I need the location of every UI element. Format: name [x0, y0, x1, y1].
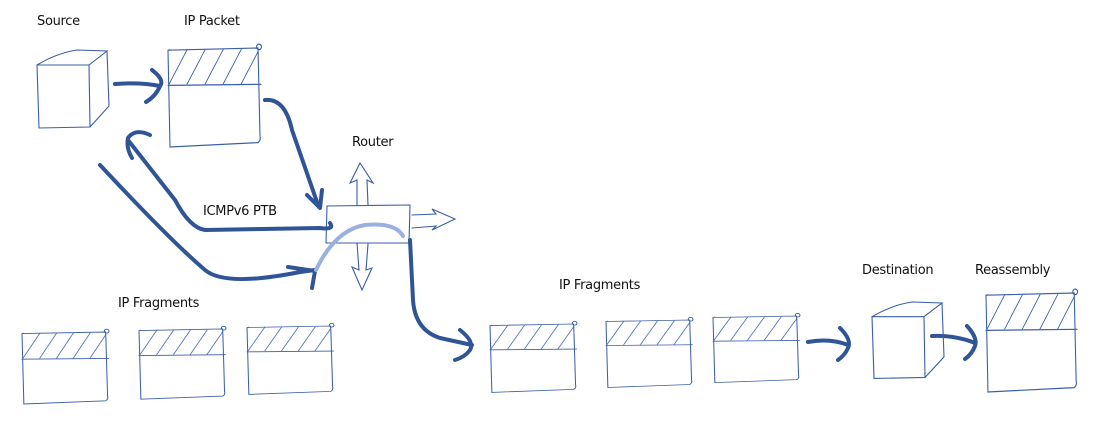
- left-fragment-1: [21, 328, 110, 405]
- icmpv6-ptb-label: ICMPv6 PTB: [203, 204, 277, 219]
- reassembly-label: Reassembly: [975, 263, 1051, 278]
- right-fragment-2: [605, 316, 694, 389]
- left-fragment-2: [138, 325, 227, 400]
- right-fragment-1: [489, 320, 578, 393]
- destination-computer-icon: [871, 301, 945, 379]
- ip-packet-icon: [167, 43, 263, 148]
- packet-path-through-router: [314, 222, 405, 272]
- left-fragment-3: [246, 322, 335, 395]
- ip-fragments-left-label: IP Fragments: [118, 296, 200, 311]
- arrow-fragments-to-destination: [806, 326, 851, 362]
- right-fragment-3: [712, 312, 801, 384]
- destination-label: Destination: [862, 263, 934, 278]
- source-label: Source: [37, 14, 80, 29]
- arrow-packet-to-router: [263, 97, 324, 210]
- router-label: Router: [352, 135, 394, 150]
- arrow-source-to-packet: [113, 68, 164, 104]
- ip-packet-label: IP Packet: [184, 14, 240, 29]
- reassembled-packet-icon: [985, 288, 1079, 393]
- arrow-router-to-fragments: [408, 238, 474, 362]
- ip-fragments-right-label: IP Fragments: [559, 278, 641, 293]
- arrow-icmp-to-source: [125, 130, 334, 232]
- arrow-destination-to-reassembly: [930, 324, 978, 361]
- source-computer-icon: [36, 49, 110, 129]
- arrow-source-to-router: [98, 163, 317, 290]
